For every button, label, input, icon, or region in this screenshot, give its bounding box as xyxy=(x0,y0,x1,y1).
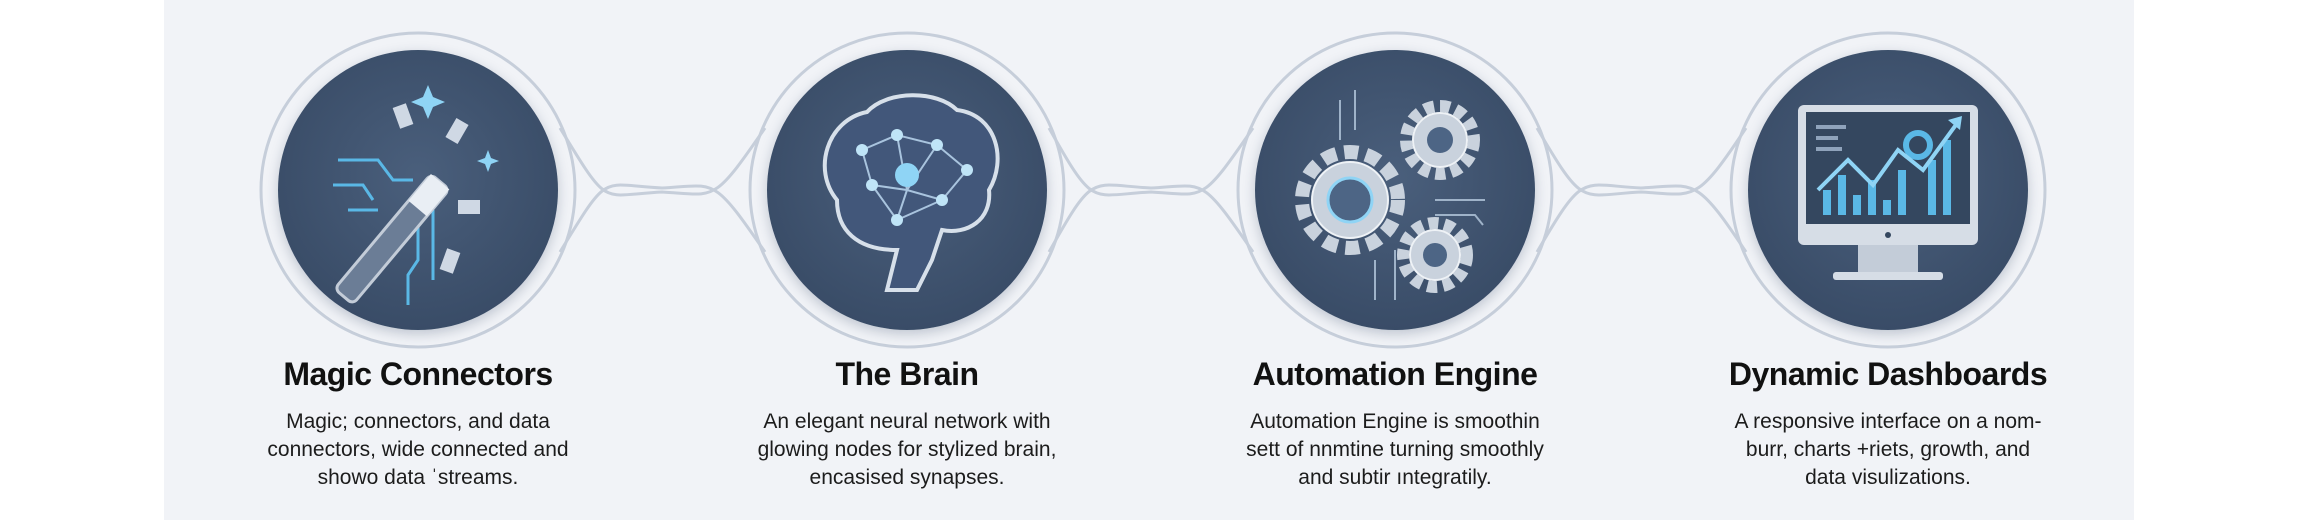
description-line: A responsive interface on a nom- xyxy=(1734,410,2042,433)
description-line: data visulizations. xyxy=(1805,466,1971,489)
feature-description: Magic; connectors, and data connectors, … xyxy=(183,408,653,492)
gears-icon xyxy=(1255,50,1535,330)
feature-description: Automation Engine is smoothin sett of nn… xyxy=(1160,408,1630,492)
description-line: An elegant neural network with xyxy=(763,410,1051,433)
feature-description: An elegant neural network with glowing n… xyxy=(672,408,1142,492)
description-line: connectors, wide connected and xyxy=(267,438,569,461)
brain-network-icon xyxy=(767,50,1047,330)
description-line: glowing nodes for stylized brain, xyxy=(757,438,1057,461)
description-line: burr, charts +riets, growth, and xyxy=(1745,438,2031,461)
feature-title: The Brain xyxy=(835,356,979,392)
description-line: and subtir ıntegratily. xyxy=(1298,466,1492,489)
description-line: Automation Engine is smoothin xyxy=(1250,410,1540,433)
feature-title: Dynamic Dashboards xyxy=(1728,356,2048,392)
feature-description: A responsive interface on a nom- burr, c… xyxy=(1653,408,2123,492)
description-line: Magic; connectors, and data xyxy=(286,410,550,433)
description-line: sett of nnmtine turning smoothly xyxy=(1246,438,1544,461)
feature-title: Magic Connectors xyxy=(283,356,553,392)
feature-title: Automation Engine xyxy=(1252,356,1538,392)
description-line: encasised synapses. xyxy=(809,466,1005,489)
magic-wand-connectors-icon xyxy=(278,50,558,330)
description-line: showo data ˈstreams. xyxy=(317,466,519,489)
monitor-chart-icon xyxy=(1748,50,2028,330)
